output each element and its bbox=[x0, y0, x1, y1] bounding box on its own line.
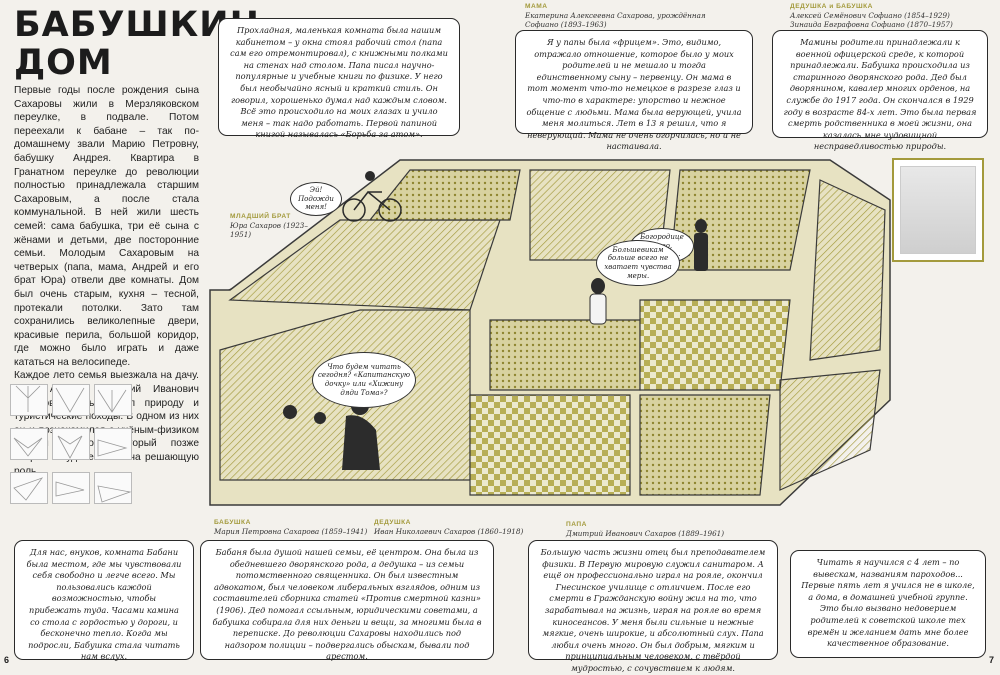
babushka-quote-box: Бабаня была душой нашей семьи, её центро… bbox=[200, 540, 494, 661]
intro-paragraph: Первые годы после рождения сына Сахаровы… bbox=[14, 85, 199, 368]
babushka-tag: БАБУШКА bbox=[214, 519, 251, 526]
papa-quote-box: Большую часть жизни отец был преподавате… bbox=[528, 540, 778, 673]
grandfather-name: Алексей Семёнович Софиано (1854–1929) bbox=[790, 11, 950, 20]
house-illustration bbox=[209, 159, 891, 506]
paper-plane-diagrams bbox=[6, 378, 166, 518]
brother-name: Юра Сахаров (1923–1951) bbox=[230, 221, 308, 239]
fold-step bbox=[10, 384, 48, 416]
grandparents-quote-box: Мамины родители принадлежали к военной о… bbox=[772, 30, 988, 151]
paper-plane-icon bbox=[13, 385, 132, 503]
dedushka-label: ДЕДУШКА Иван Николаевич Сахаров (1860–19… bbox=[374, 518, 534, 536]
papa-label: ПАПА Дмитрий Иванович Сахаров (1889–1961… bbox=[566, 520, 756, 538]
mama-quote-box: Я у папы была «фрицем». Это, видимо, отр… bbox=[515, 30, 753, 151]
mama-tag: МАМА bbox=[525, 3, 548, 10]
room-quote-box: Прохладная, маленькая комната была нашим… bbox=[218, 18, 460, 139]
speech-bubble-reading: Что будем читать сегодня? «Капитанскую д… bbox=[312, 352, 416, 408]
grandparents-tag: ДЕДУШКА и БАБУШКА bbox=[790, 3, 873, 10]
framed-photo bbox=[892, 158, 984, 262]
fold-step bbox=[94, 472, 132, 504]
page-number-left: 6 bbox=[4, 655, 10, 665]
grandparents-label: ДЕДУШКА и БАБУШКА Алексей Семёнович Софи… bbox=[790, 2, 990, 29]
grandmother-name: Зинаида Евграфовна Софиано (1870–1957) bbox=[790, 20, 953, 29]
mama-label: МАМА Екатерина Алексеевна Сахарова, урож… bbox=[525, 2, 725, 29]
speech-bubble-bike: Эй! Подожди меня! bbox=[290, 182, 342, 216]
babushka-label: БАБУШКА Мария Петровна Сахарова (1859–19… bbox=[214, 518, 374, 536]
bicycle-icon bbox=[342, 171, 402, 222]
fold-step bbox=[52, 428, 90, 460]
dedushka-name: Иван Николаевич Сахаров (1860–1918) bbox=[374, 527, 524, 536]
papa-tag: ПАПА bbox=[566, 521, 587, 528]
babushka-name: Мария Петровна Сахарова (1859–1941) bbox=[214, 527, 368, 536]
page-title: БАБУШКИН ДОМ bbox=[14, 5, 260, 83]
fold-step bbox=[10, 472, 48, 504]
page-number-right: 7 bbox=[988, 655, 994, 665]
dedushka-tag: ДЕДУШКА bbox=[374, 519, 411, 526]
grandchildren-quote-box: Для нас, внуков, комната Бабани была мес… bbox=[14, 540, 194, 661]
speech-bubble-bolshevik: Большевикам больше всего не хватает чувс… bbox=[596, 240, 680, 286]
papa-name: Дмитрий Иванович Сахаров (1889–1961) bbox=[566, 529, 725, 538]
mama-name: Екатерина Алексеевна Сахарова, урождённа… bbox=[525, 11, 706, 29]
fold-step bbox=[52, 472, 90, 504]
brother-label: МЛАДШИЙ БРАТ Юра Сахаров (1923–1951) bbox=[230, 212, 310, 239]
brother-tag: МЛАДШИЙ БРАТ bbox=[230, 213, 291, 220]
education-quote-box: Читать я научился с 4 лет – по вывескам,… bbox=[790, 550, 986, 658]
